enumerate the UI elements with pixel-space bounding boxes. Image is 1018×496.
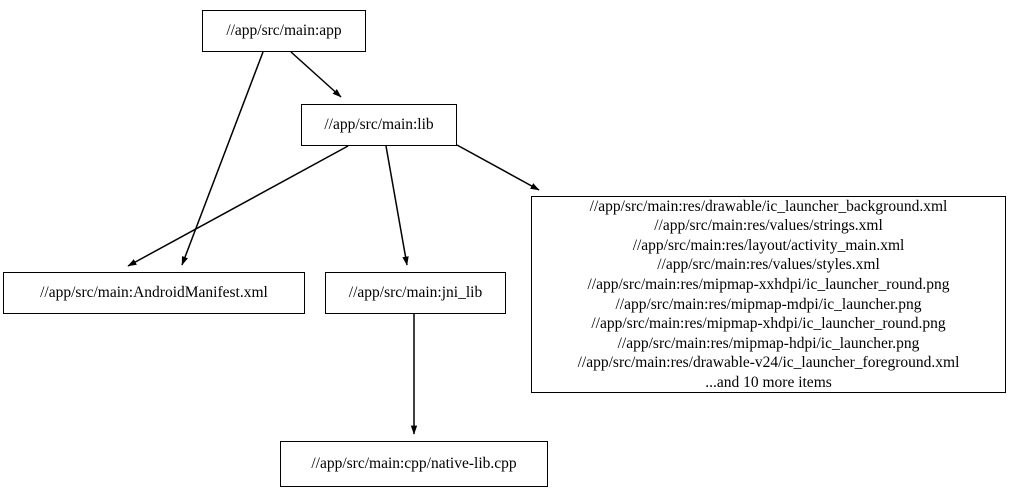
- node-app[interactable]: //app/src/main:app: [202, 10, 366, 52]
- node-jni-lib[interactable]: //app/src/main:jni_lib: [325, 272, 506, 314]
- edge-lib-to-jni-lib: [385, 145, 409, 266]
- edge-app-to-lib: [290, 51, 342, 98]
- node-native-lib-cpp-label: //app/src/main:cpp/native-lib.cpp: [311, 455, 517, 473]
- node-app-label: //app/src/main:app: [226, 22, 342, 40]
- node-jni-lib-label: //app/src/main:jni_lib: [348, 284, 483, 302]
- node-lib[interactable]: //app/src/main:lib: [301, 104, 457, 146]
- node-resources-group-label: //app/src/main:res/drawable/ic_launcher_…: [577, 197, 960, 391]
- node-native-lib-cpp[interactable]: //app/src/main:cpp/native-lib.cpp: [280, 441, 548, 487]
- node-resources-group[interactable]: //app/src/main:res/drawable/ic_launcher_…: [531, 196, 1006, 393]
- node-android-manifest-label: //app/src/main:AndroidManifest.xml: [40, 284, 268, 302]
- edge-app-to-manifest: [181, 51, 264, 266]
- node-android-manifest[interactable]: //app/src/main:AndroidManifest.xml: [3, 272, 305, 314]
- node-lib-label: //app/src/main:lib: [324, 116, 434, 134]
- edge-lib-to-resources: [456, 144, 540, 191]
- edge-lib-to-manifest: [127, 145, 349, 267]
